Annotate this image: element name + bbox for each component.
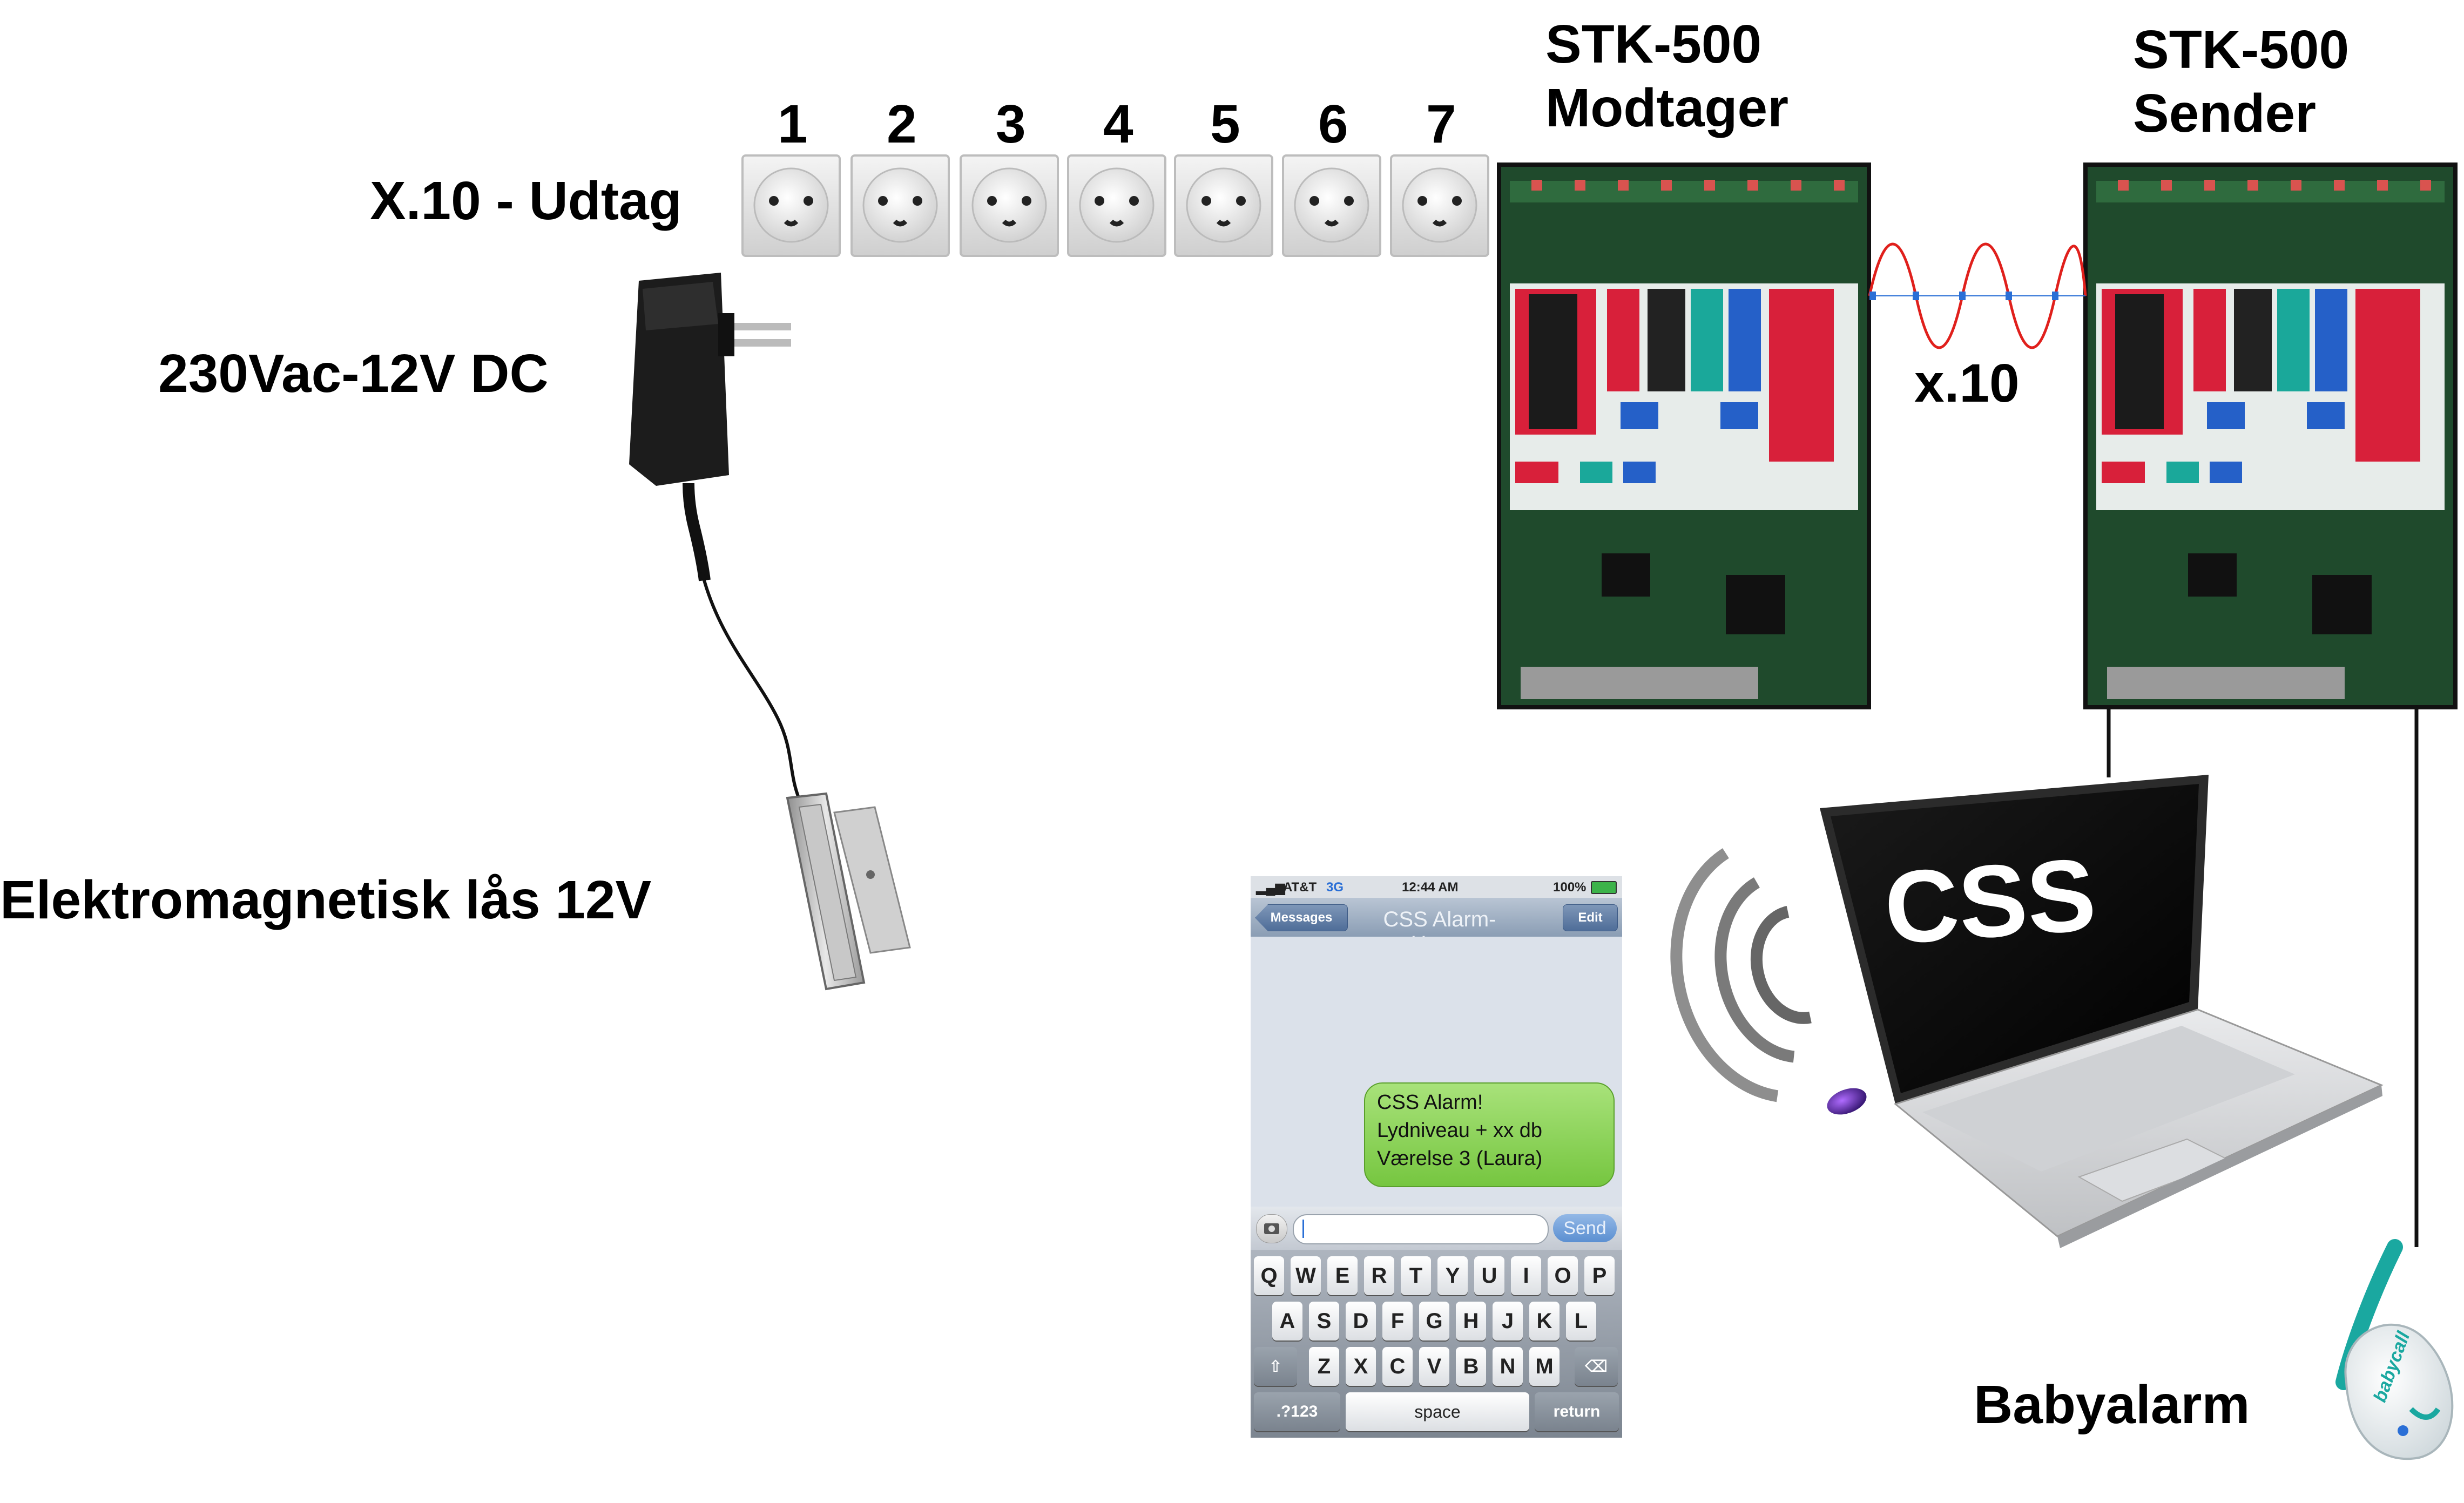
power-adapter-icon	[629, 273, 799, 799]
phone-nav-bar: Messages CSS Alarm-Home Edit	[1251, 898, 1622, 937]
key[interactable]: O	[1548, 1256, 1578, 1295]
phone-screen: ▂▄▆ AT&T 3G 12:44 AM 100% Messages CSS A…	[1251, 876, 1622, 1438]
key[interactable]: K	[1529, 1302, 1560, 1340]
carrier-text: AT&T	[1283, 880, 1317, 895]
battery-text: 100%	[1553, 880, 1586, 895]
stk500-sender-board	[2085, 165, 2455, 707]
outlet-3	[961, 155, 1058, 256]
outlet-1	[742, 155, 840, 256]
keyboard: Q W E R T Y U I O P A S D F G H J K L ⇧ …	[1251, 1250, 1622, 1438]
message-area: CSS Alarm! Lydniveau + xx db Værelse 3 (…	[1251, 937, 1622, 1207]
sender-title-line1: STK-500	[2133, 23, 2349, 77]
key[interactable]: T	[1401, 1256, 1431, 1295]
outlet-5	[1175, 155, 1272, 256]
x10-signal-wave	[1869, 244, 2085, 348]
key[interactable]: Y	[1437, 1256, 1468, 1295]
signal-bars-icon: ▂▄▆	[1256, 880, 1285, 896]
wifi-signal-icon	[1654, 853, 1870, 1119]
outlet-number: 6	[1318, 97, 1348, 151]
outlet-strip	[742, 155, 1488, 256]
messages-back-button[interactable]: Messages	[1255, 904, 1348, 931]
adapter-label: 230Vac-12V DC	[158, 347, 549, 401]
stk500-receiver-board	[1499, 165, 1869, 707]
backspace-icon[interactable]: ⌫	[1575, 1347, 1618, 1386]
camera-icon[interactable]	[1256, 1214, 1287, 1243]
clock-text: 12:44 AM	[1402, 880, 1458, 895]
key[interactable]: Q	[1254, 1256, 1284, 1295]
outlet-number: 7	[1426, 97, 1456, 151]
receiver-title-line2: Modtager	[1545, 81, 1788, 135]
key[interactable]: A	[1272, 1302, 1302, 1340]
phone-status-bar: ▂▄▆ AT&T 3G 12:44 AM 100%	[1251, 876, 1622, 898]
key[interactable]: B	[1456, 1347, 1486, 1386]
outlet-number: 4	[1103, 97, 1133, 151]
key[interactable]: F	[1382, 1302, 1413, 1340]
key[interactable]: M	[1529, 1347, 1560, 1386]
key[interactable]: P	[1584, 1256, 1615, 1295]
outlet-numbers: 1 2 3 4 5 6 7	[778, 97, 1490, 151]
shift-arrow-icon[interactable]: ⇧	[1254, 1347, 1297, 1386]
babyalarm-label: Babyalarm	[1974, 1378, 2250, 1432]
outlet-6	[1283, 155, 1380, 256]
message-line: Værelse 3 (Laura)	[1377, 1147, 1542, 1170]
message-input-bar: Send	[1251, 1207, 1622, 1250]
network-text: 3G	[1326, 880, 1344, 895]
key[interactable]: V	[1419, 1347, 1449, 1386]
key[interactable]: E	[1327, 1256, 1358, 1295]
battery-icon	[1591, 881, 1617, 894]
key[interactable]: N	[1493, 1347, 1523, 1386]
outlet-4	[1068, 155, 1165, 256]
key[interactable]: W	[1291, 1256, 1321, 1295]
outlet-number: 2	[887, 97, 917, 151]
receiver-title-line1: STK-500	[1545, 17, 1761, 71]
send-button[interactable]: Send	[1553, 1214, 1617, 1242]
laptop-screen-text: CSS	[1881, 843, 2099, 960]
message-input[interactable]	[1293, 1214, 1549, 1244]
message-bubble: CSS Alarm! Lydniveau + xx db Værelse 3 (…	[1364, 1082, 1615, 1187]
key[interactable]: U	[1474, 1256, 1504, 1295]
key[interactable]: J	[1493, 1302, 1523, 1340]
key[interactable]: H	[1456, 1302, 1486, 1340]
sender-title-line2: Sender	[2133, 86, 2316, 140]
lock-label: Elektromagnetisk lås 12V	[0, 873, 651, 927]
key[interactable]: G	[1419, 1302, 1449, 1340]
space-key[interactable]: space	[1346, 1392, 1529, 1431]
x10-signal-label: x.10	[1914, 356, 2020, 410]
key[interactable]: D	[1346, 1302, 1376, 1340]
key[interactable]: I	[1511, 1256, 1541, 1295]
key[interactable]: R	[1364, 1256, 1394, 1295]
outlet-number: 3	[996, 97, 1026, 151]
text-cursor	[1302, 1220, 1304, 1238]
key[interactable]: L	[1566, 1302, 1596, 1340]
message-line: CSS Alarm!	[1377, 1091, 1483, 1114]
outlet-7	[1391, 155, 1488, 256]
return-key[interactable]: return	[1535, 1392, 1619, 1431]
key[interactable]: S	[1309, 1302, 1339, 1340]
key[interactable]: Z	[1309, 1347, 1339, 1386]
key[interactable]: X	[1346, 1347, 1376, 1386]
message-line: Lydniveau + xx db	[1377, 1119, 1542, 1142]
numbers-key[interactable]: .?123	[1254, 1392, 1340, 1431]
edit-button[interactable]: Edit	[1563, 904, 1618, 931]
electromagnetic-lock-icon	[787, 794, 910, 989]
key[interactable]: C	[1382, 1347, 1413, 1386]
outlet-2	[852, 155, 949, 256]
outlets-title: X.10 - Udtag	[370, 174, 682, 228]
laptop-icon	[1820, 775, 2382, 1248]
outlet-number: 1	[778, 97, 808, 151]
outlet-number: 5	[1210, 97, 1240, 151]
